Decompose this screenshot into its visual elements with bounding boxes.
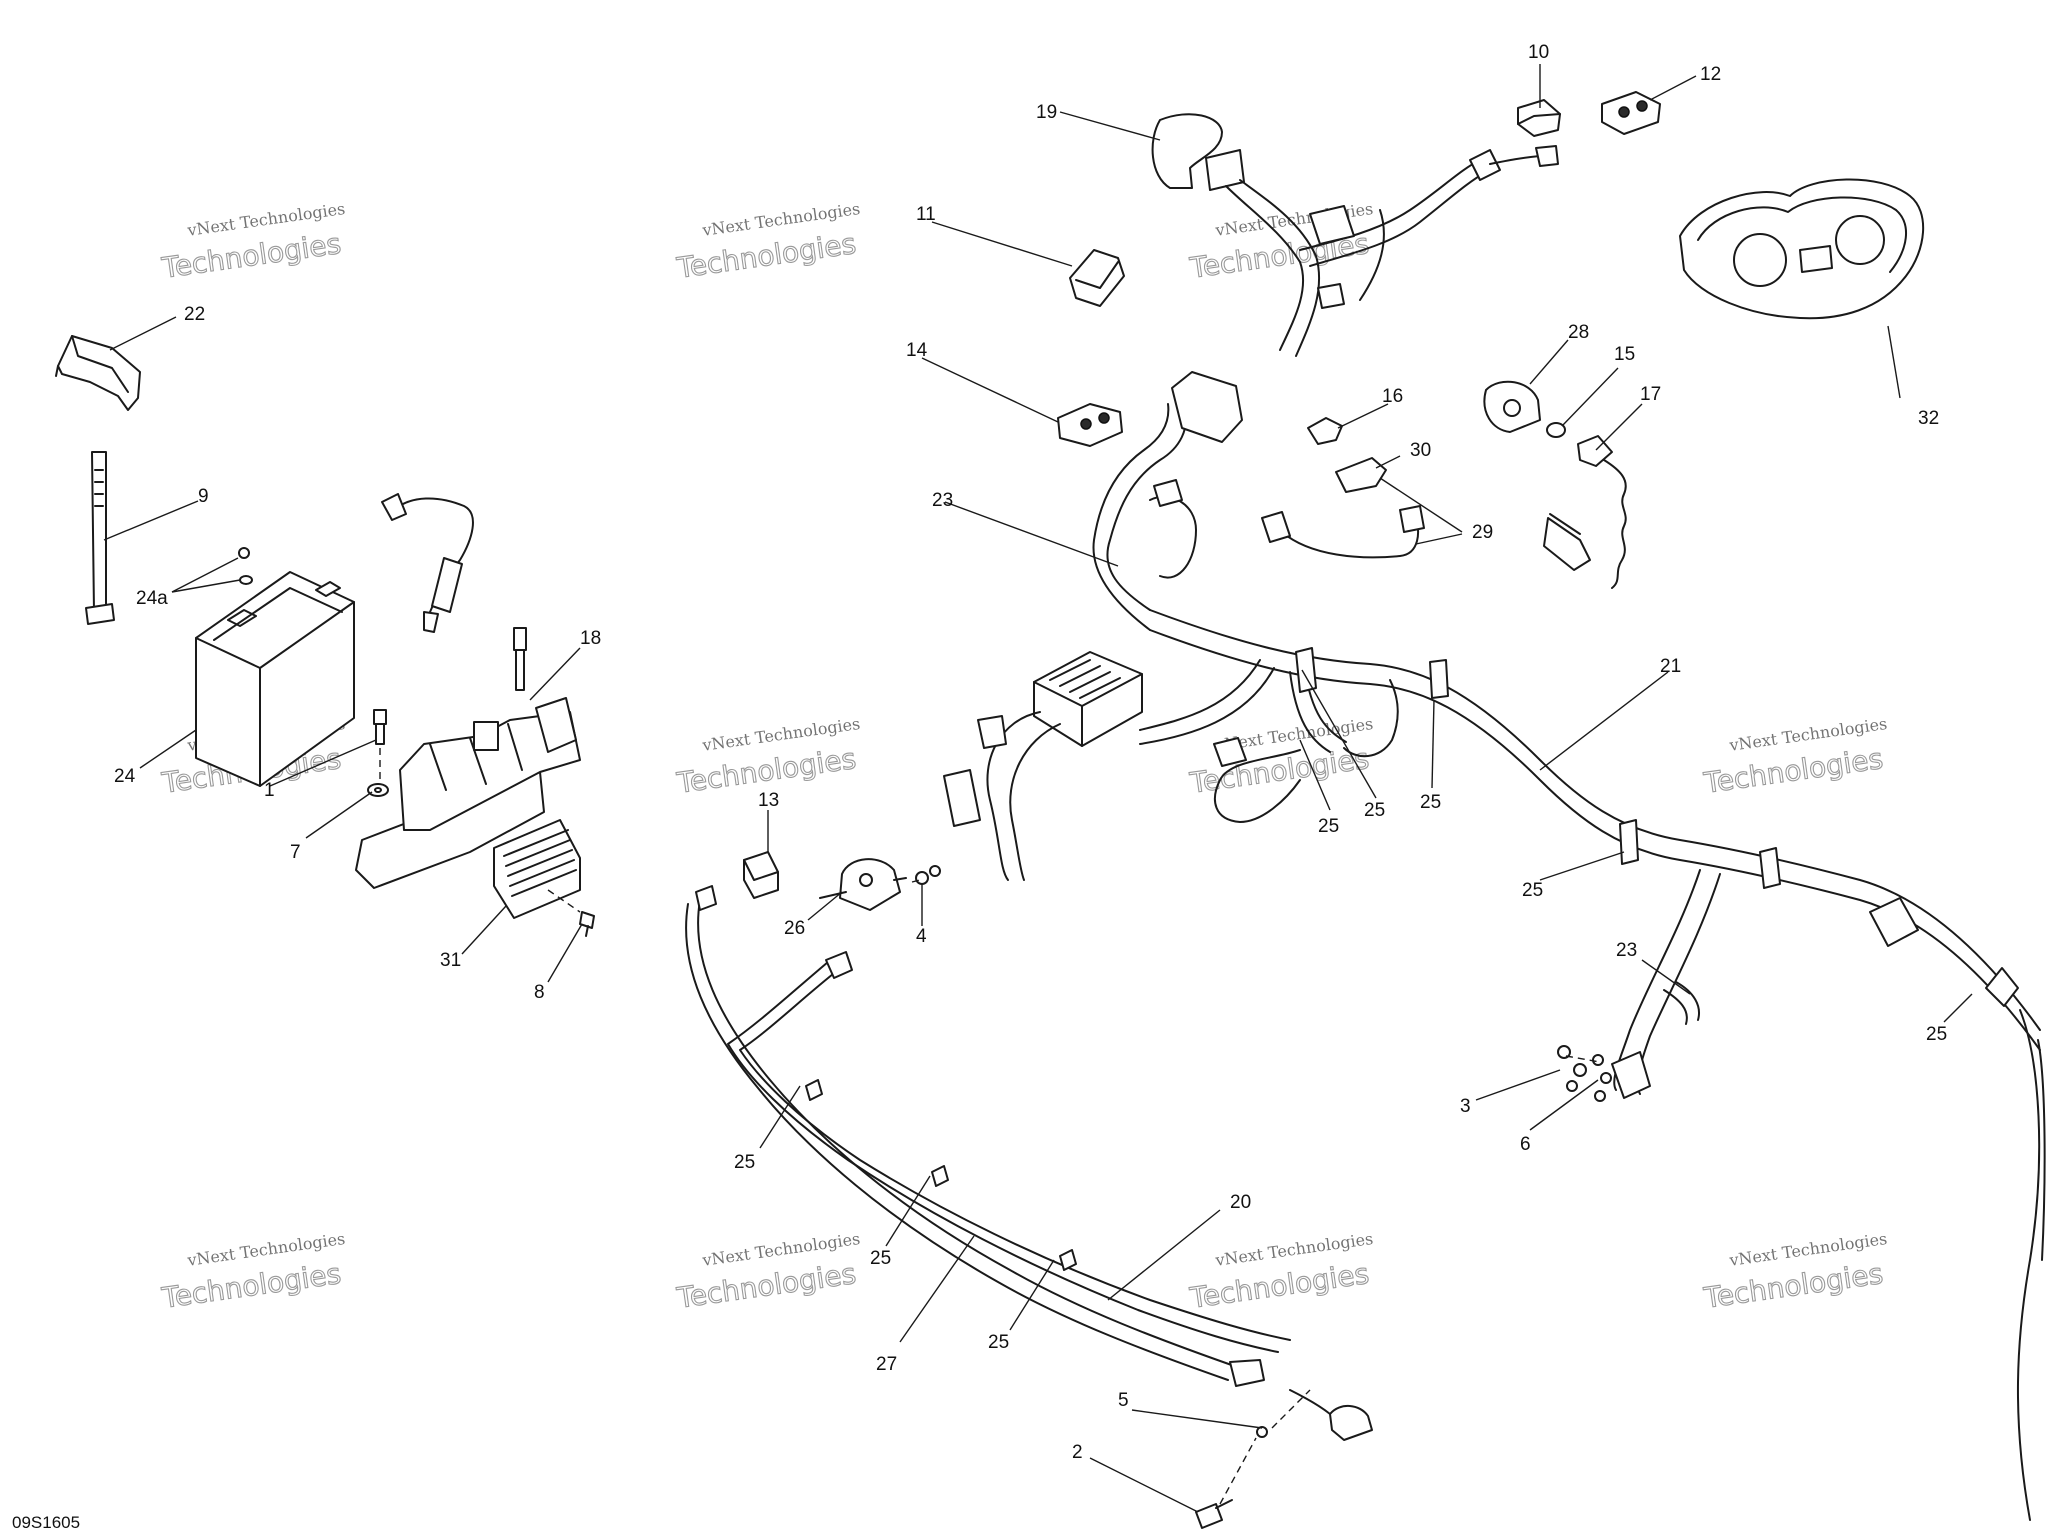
assembly-lines — [379, 748, 1601, 1505]
callout-23-lower: 23 — [1616, 940, 1637, 961]
watermark: vNext Technologies Technologies — [674, 1229, 862, 1315]
callout-5: 5 — [1118, 1390, 1129, 1411]
callout-13: 13 — [758, 790, 779, 811]
callout-32: 32 — [1918, 408, 1939, 429]
callout-2: 2 — [1072, 1442, 1083, 1463]
callout-25-d: 25 — [1522, 880, 1543, 901]
callout-20: 20 — [1230, 1192, 1251, 1213]
part-23-harness-branch — [1092, 371, 1243, 631]
callout-25-g: 25 — [870, 1248, 891, 1269]
callout-11: 11 — [916, 204, 936, 225]
callout-labels: 19 10 12 11 14 23 28 15 16 17 30 29 32 2… — [114, 42, 1947, 1463]
part-21-main-harness — [1149, 609, 2046, 1521]
part-1-bolt — [373, 709, 387, 745]
part-20-27-lower-cables — [685, 885, 1373, 1441]
part-fuse-box — [943, 651, 1275, 881]
callout-27: 27 — [876, 1354, 897, 1375]
callout-24a: 24a — [136, 588, 168, 609]
callout-29: 29 — [1472, 522, 1493, 543]
part-24a-terminal-screws — [238, 547, 253, 585]
watermark: vNext Technologies Technologies — [159, 199, 347, 285]
part-12-switch — [1601, 91, 1661, 135]
part-10-connector — [1517, 99, 1561, 137]
callout-25-a: 25 — [1318, 816, 1339, 837]
part-16-clip — [1307, 417, 1343, 445]
callout-22: 22 — [184, 304, 205, 325]
part-15-washer — [1546, 422, 1566, 438]
part-24-battery — [195, 571, 355, 787]
part-7-washer — [367, 783, 389, 797]
callout-24: 24 — [114, 766, 136, 787]
part-4-nut — [915, 865, 941, 885]
part-3-bolts — [1557, 1045, 1587, 1092]
part-8-screw — [579, 911, 595, 937]
svg-text:Technologies: Technologies — [1187, 1257, 1371, 1315]
watermark: vNext Technologies Technologies — [1701, 1229, 1889, 1315]
part-17-key-cord — [1543, 435, 1627, 589]
part-battery-support — [355, 697, 581, 889]
callout-26: 26 — [784, 918, 805, 939]
part-22-bracket — [55, 335, 141, 411]
part-31-regulator — [493, 819, 581, 919]
part-18-bolt — [513, 627, 527, 691]
part-5-nut — [1256, 1426, 1268, 1438]
svg-text:Technologies: Technologies — [674, 227, 858, 285]
watermark: vNext Technologies Technologies — [674, 199, 862, 285]
watermark: vNext Technologies Technologies — [1701, 714, 1889, 800]
part-29-wire — [1261, 505, 1425, 559]
part-23-lower-branch — [1611, 869, 1721, 1099]
callout-16: 16 — [1382, 386, 1403, 407]
callout-7: 7 — [290, 842, 301, 863]
callout-19: 19 — [1036, 102, 1057, 123]
harness-clamps — [1295, 647, 1781, 889]
part-28-socket — [1483, 380, 1541, 433]
part-32-gauge-cluster — [1679, 178, 1924, 320]
callout-25-b: 25 — [1364, 800, 1385, 821]
watermark: vNext Technologies Technologies — [674, 714, 862, 800]
callout-12: 12 — [1700, 64, 1721, 85]
part-battery-cable — [381, 493, 474, 633]
callout-25-f: 25 — [734, 1152, 755, 1173]
document-id: 09S1605 — [12, 1513, 80, 1532]
callout-9: 9 — [198, 486, 209, 507]
callout-10: 10 — [1528, 42, 1549, 63]
svg-text:Technologies: Technologies — [159, 227, 343, 285]
watermark: vNext Technologies Technologies — [1187, 714, 1375, 800]
part-harness-branch-lower — [1213, 665, 1399, 823]
callout-8: 8 — [534, 982, 545, 1003]
callout-31: 31 — [440, 950, 461, 971]
callout-25-c: 25 — [1420, 792, 1441, 813]
part-13-connector — [743, 851, 779, 899]
svg-text:Technologies: Technologies — [159, 1257, 343, 1315]
callout-25-e: 25 — [1926, 1024, 1947, 1045]
watermark: vNext Technologies Technologies — [1187, 1229, 1375, 1315]
callout-18: 18 — [580, 628, 601, 649]
part-30-clip — [1335, 457, 1387, 493]
callout-14: 14 — [906, 340, 928, 361]
svg-text:Technologies: Technologies — [1701, 742, 1885, 800]
callout-17: 17 — [1640, 384, 1661, 405]
part-26-solenoid — [819, 858, 907, 911]
part-11-connector — [1069, 249, 1125, 307]
callout-1: 1 — [264, 780, 275, 801]
part-6-nuts — [1592, 1054, 1612, 1102]
svg-text:Technologies: Technologies — [1701, 1257, 1885, 1315]
callout-3: 3 — [1460, 1096, 1471, 1117]
callout-21: 21 — [1660, 656, 1681, 677]
leader-lines — [103, 64, 1973, 1513]
part-14-switch — [1057, 403, 1123, 447]
part-2-bolt — [1195, 1499, 1233, 1529]
part-19-upper-harness — [1151, 113, 1559, 357]
callout-15: 15 — [1614, 344, 1635, 365]
callout-30: 30 — [1410, 440, 1431, 461]
callout-23: 23 — [932, 490, 953, 511]
callout-28: 28 — [1568, 322, 1589, 343]
callout-25-h: 25 — [988, 1332, 1009, 1353]
part-9-battery-strap — [85, 451, 115, 625]
callout-4: 4 — [916, 926, 927, 947]
svg-text:Technologies: Technologies — [674, 1257, 858, 1315]
callout-6: 6 — [1520, 1134, 1531, 1155]
watermark: vNext Technologies Technologies — [159, 1229, 347, 1315]
